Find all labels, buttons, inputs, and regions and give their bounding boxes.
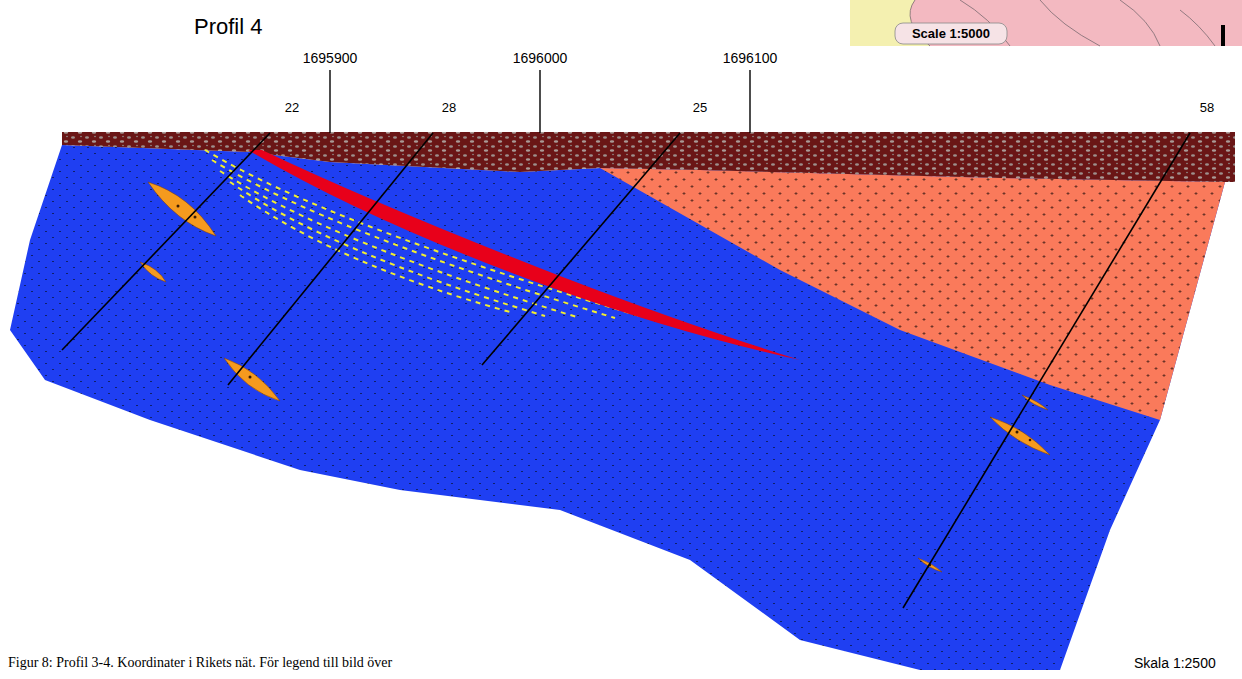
coordinate-label: 1696000	[513, 51, 568, 66]
pegmatite-lenses	[140, 182, 1050, 572]
figure-caption: Figur 8: Profil 3-4. Koordinater i Riket…	[8, 655, 392, 670]
ore-lens	[248, 150, 800, 360]
coordinate-label: 1696100	[723, 51, 778, 66]
drillhole-number: 22	[285, 101, 299, 115]
drillhole-number: 58	[1200, 101, 1214, 115]
scale-label: Skala 1:2500	[1134, 656, 1216, 671]
drillhole-number: 25	[693, 101, 707, 115]
map-inset	[850, 0, 1242, 46]
granite-unit	[600, 168, 1225, 420]
overburden	[62, 132, 1235, 182]
host-rock	[10, 145, 1225, 670]
coordinate-ticks	[330, 70, 750, 133]
coordinate-label: 1695900	[303, 51, 358, 66]
drill-holes	[62, 133, 1190, 608]
drillhole-number: 28	[442, 101, 456, 115]
map-scale: Scale 1:5000	[912, 27, 990, 41]
profile-title: Profil 4	[194, 15, 262, 39]
